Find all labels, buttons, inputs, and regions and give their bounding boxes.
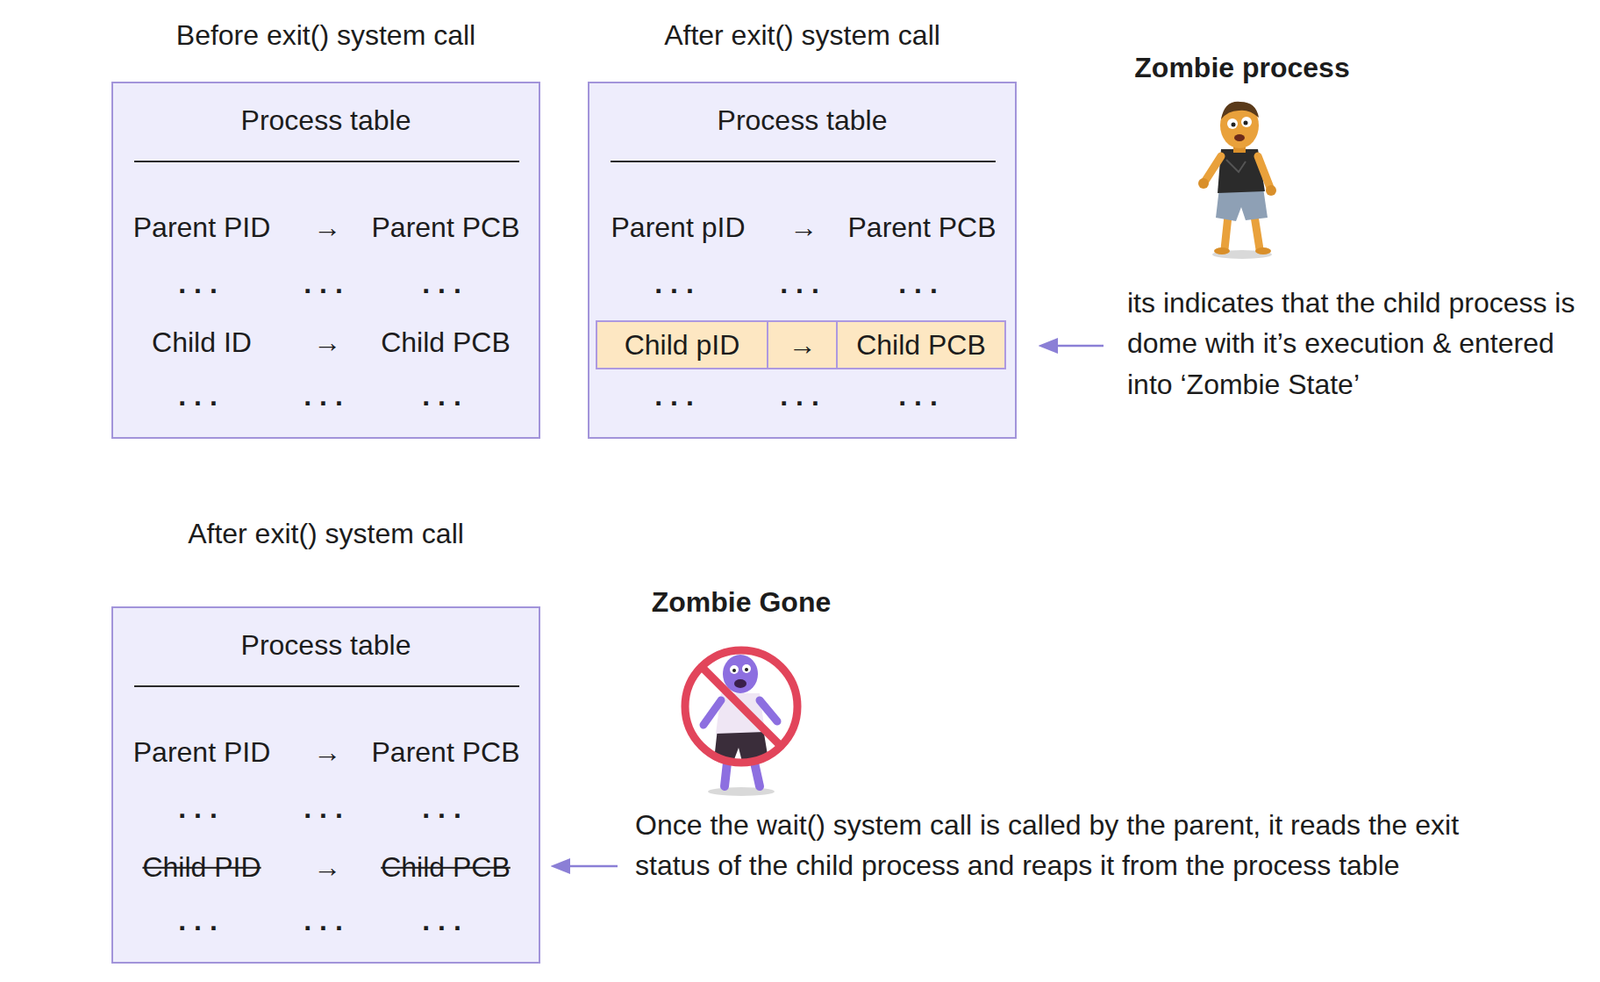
illustration-part [744, 667, 749, 672]
illustration-part [729, 664, 739, 674]
zombie-gone-icon [685, 650, 798, 796]
illustration-part [759, 700, 778, 722]
illustration-part [734, 678, 747, 688]
illustration-part [722, 654, 758, 693]
callout-note: Once the wait() system call is called by… [635, 804, 1513, 886]
illustration-part [703, 700, 722, 725]
ellipsis: ... [779, 266, 828, 300]
illustration-part [742, 664, 751, 673]
ellipsis: ... [421, 378, 470, 413]
table-header: Process table [717, 103, 888, 137]
illustration-part [732, 668, 736, 672]
illustration-part [1255, 247, 1272, 255]
mapping-arrow: → [313, 735, 342, 769]
ellipsis: ... [303, 903, 351, 937]
table-entry: Child PID [142, 850, 261, 884]
callout-heading: Zombie Gone [651, 585, 831, 619]
illustration-part [1224, 215, 1229, 250]
illustration-part [1214, 247, 1230, 255]
cell-text: Child PCB [856, 328, 986, 362]
illustration-part [701, 666, 781, 746]
callout-note: its indicates that the child process is … [1127, 282, 1584, 405]
table-entry: Child ID [151, 325, 252, 359]
table-row-cell: Child pID [595, 320, 769, 370]
table-entry: Parent PCB [371, 210, 521, 244]
illustration-part [1234, 134, 1245, 142]
zombie-figure [1198, 101, 1277, 259]
cell-text: → [788, 328, 817, 362]
ellipsis: ... [654, 378, 702, 413]
table-row-cell: Child PCB [837, 320, 1007, 370]
table-caption: After exit() system call [187, 516, 465, 550]
cell-text: Child pID [624, 328, 741, 362]
ellipsis: ... [779, 378, 828, 413]
illustration-part [1221, 101, 1259, 120]
mapping-arrow: → [313, 850, 342, 884]
ellipsis: ... [178, 791, 226, 825]
process-table: After exit() system callProcess tableChi… [587, 81, 1017, 439]
mapping-arrow: → [313, 325, 342, 359]
ellipsis: ... [303, 378, 351, 413]
header-rule [134, 685, 520, 687]
header-rule [610, 160, 996, 163]
mapping-arrow: → [789, 210, 818, 244]
illustration-part [1241, 116, 1252, 128]
table-header: Process table [241, 103, 412, 137]
leader-arrow [554, 864, 618, 868]
ellipsis: ... [898, 378, 946, 413]
table-entry: Parent PCB [848, 210, 997, 244]
ellipsis: ... [421, 903, 470, 937]
illustration-part [1198, 178, 1209, 189]
illustration-part [1227, 118, 1238, 129]
table-row-cell: → [768, 320, 838, 370]
table-entry: Parent PID [133, 735, 272, 769]
table-entry: Child PCB [380, 325, 511, 359]
ellipsis: ... [178, 903, 226, 937]
table-caption: After exit() system call [664, 18, 941, 52]
table-header: Process table [241, 628, 412, 662]
illustration-part [1265, 185, 1277, 196]
leader-arrow [1042, 344, 1104, 348]
illustration-part [1243, 121, 1249, 126]
process-table: After exit() system callProcess tablePar… [111, 606, 541, 964]
illustration-part [1257, 156, 1271, 188]
callout-heading: Zombie process [1134, 50, 1350, 85]
ellipsis: ... [421, 791, 470, 825]
table-entry: Parent pID [611, 210, 746, 244]
header-rule [134, 160, 520, 163]
illustration-part [1231, 122, 1236, 128]
illustration-part [707, 786, 775, 796]
mapping-arrow: → [313, 210, 342, 244]
ellipsis: ... [898, 266, 946, 300]
ellipsis: ... [178, 378, 226, 413]
ellipsis: ... [178, 266, 226, 300]
process-table: Before exit() system callProcess tablePa… [111, 81, 541, 439]
ellipsis: ... [421, 266, 470, 300]
table-caption: Before exit() system call [176, 18, 476, 52]
illustration-part [1254, 215, 1260, 250]
ellipsis: ... [654, 266, 702, 300]
illustration-part [1226, 159, 1246, 172]
table-entry: Parent PCB [371, 735, 521, 769]
illustration-part [685, 650, 798, 763]
table-entry: Parent PID [133, 210, 272, 244]
ellipsis: ... [303, 791, 351, 825]
ellipsis: ... [303, 266, 351, 300]
table-entry: Child PCB [380, 850, 511, 884]
illustration-part [1205, 156, 1222, 181]
